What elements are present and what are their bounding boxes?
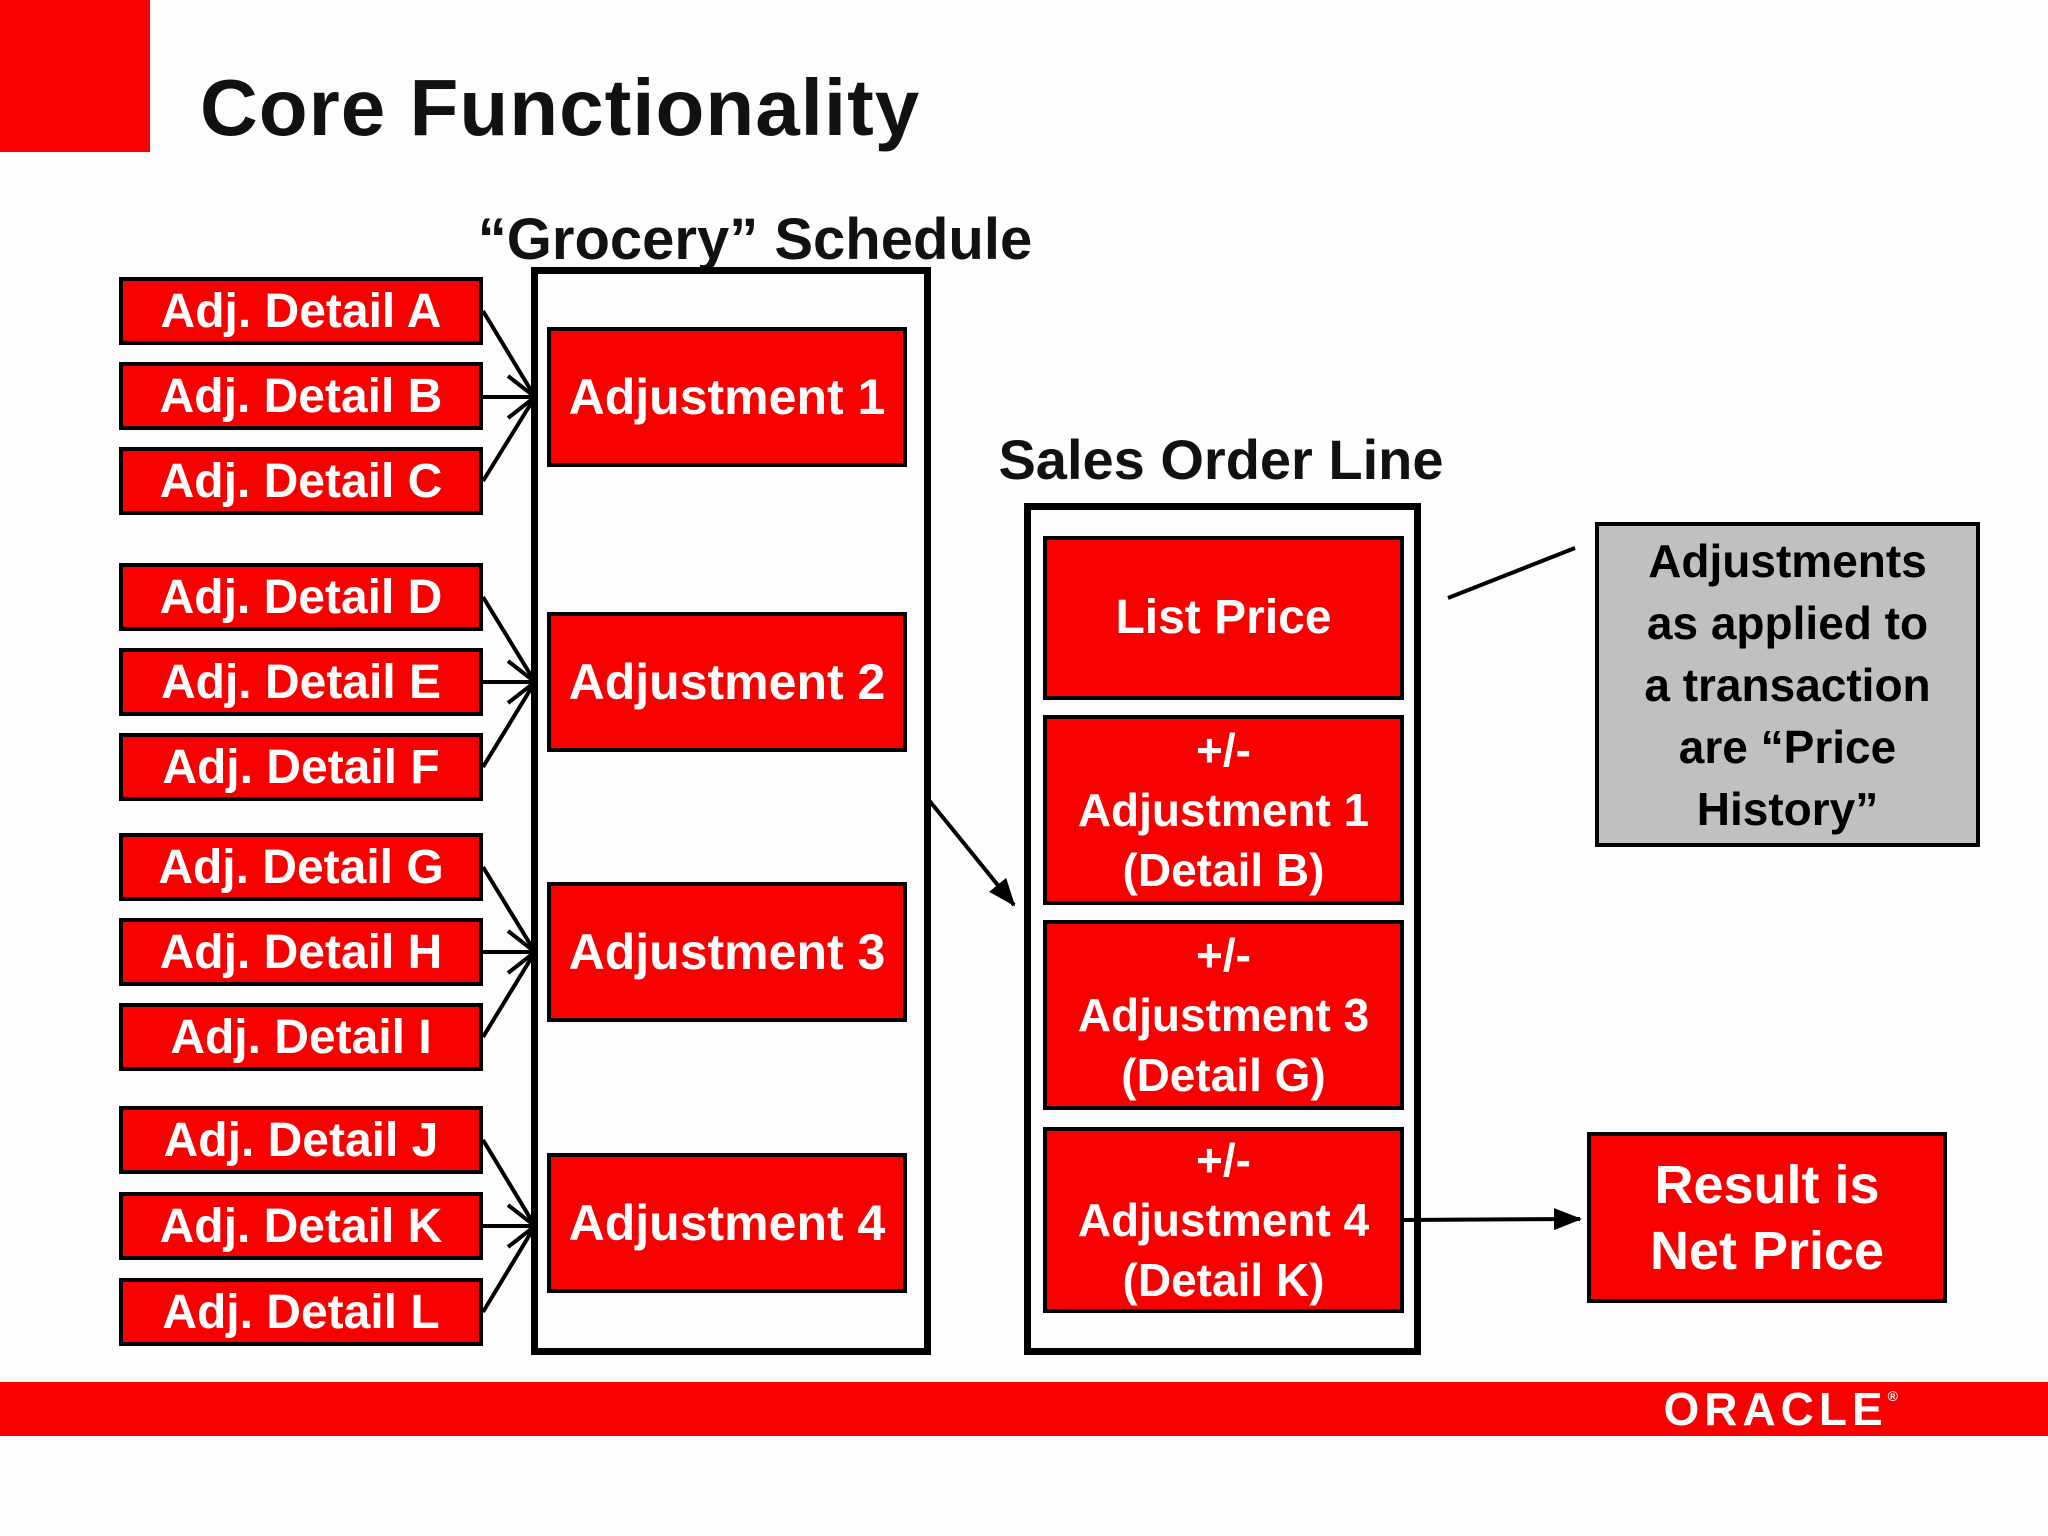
schedule-to-sol-arrow: [926, 797, 1016, 907]
result-line: Result is: [1654, 1154, 1880, 1215]
sol-adjustment-3-box: +/- Adjustment 3 (Detail G): [1043, 920, 1404, 1110]
sol-box-line: (Detail K): [1122, 1254, 1325, 1306]
price-history-note: Adjustments as applied to a transaction …: [1595, 522, 1980, 847]
grocery-schedule-container: [531, 267, 931, 1355]
connector-group-4: [481, 1138, 539, 1314]
adj-detail-label: Adj. Detail D: [159, 570, 443, 624]
footer-brand-bar: ORACLE ®: [0, 1382, 2048, 1436]
adj-detail-box-f: Adj. Detail F: [119, 733, 483, 801]
sol-box-line: Adjustment 3: [1077, 989, 1370, 1041]
adjustment-label: Adjustment 3: [568, 924, 886, 980]
adj-detail-box-b: Adj. Detail B: [119, 362, 483, 430]
note-line: Adjustments: [1648, 534, 1927, 587]
adjustment-3-box: Adjustment 3: [547, 882, 907, 1022]
registered-trademark-symbol: ®: [1887, 1388, 1898, 1404]
adjustment-label: Adjustment 4: [568, 1195, 886, 1251]
note-line: History”: [1696, 782, 1879, 835]
adj-detail-box-i: Adj. Detail I: [119, 1003, 483, 1071]
result-net-price-box: Result is Net Price: [1587, 1132, 1947, 1303]
adj-detail-box-j: Adj. Detail J: [119, 1106, 483, 1174]
note-line: are “Price: [1678, 720, 1897, 773]
sol-to-result-arrow: [1399, 1208, 1582, 1231]
sol-box-line: +/-: [1196, 1134, 1251, 1186]
sol-box-line: (Detail B): [1122, 844, 1325, 896]
list-price-label: List Price: [1115, 591, 1332, 644]
adj-detail-label: Adj. Detail E: [160, 655, 442, 709]
adj-detail-label: Adj. Detail H: [159, 925, 443, 979]
sol-box-line: +/-: [1196, 724, 1251, 776]
result-line: Net Price: [1649, 1220, 1885, 1281]
connector-group-3: [481, 865, 539, 1039]
oracle-logo: ORACLE ®: [1663, 1382, 1898, 1436]
sol-box-line: Adjustment 4: [1077, 1194, 1370, 1246]
sales-order-line-container: [1024, 503, 1421, 1355]
connector-group-2: [481, 595, 539, 769]
adj-detail-box-a: Adj. Detail A: [119, 277, 483, 345]
adjustment-1-box: Adjustment 1: [547, 327, 907, 467]
adj-detail-box-l: Adj. Detail L: [119, 1278, 483, 1346]
adjustment-2-box: Adjustment 2: [547, 612, 907, 752]
corner-accent-square: [0, 0, 150, 152]
sol-adjustment-4-box: +/- Adjustment 4 (Detail K): [1043, 1127, 1404, 1313]
adj-detail-label: Adj. Detail J: [163, 1113, 439, 1167]
page-title: Core Functionality: [200, 63, 921, 152]
sol-box-line: (Detail G): [1121, 1049, 1326, 1101]
adj-detail-label: Adj. Detail C: [159, 454, 443, 508]
adj-detail-box-k: Adj. Detail K: [119, 1192, 483, 1260]
adj-detail-box-g: Adj. Detail G: [119, 833, 483, 901]
list-price-box: List Price: [1043, 536, 1404, 700]
grocery-schedule-label: “Grocery” Schedule: [477, 207, 1033, 272]
connector-group-1: [481, 309, 539, 483]
adj-detail-label: Adj. Detail F: [162, 740, 440, 794]
adj-detail-label: Adj. Detail L: [162, 1285, 440, 1339]
adjustment-4-box: Adjustment 4: [547, 1153, 907, 1293]
adjustment-label: Adjustment 1: [568, 369, 886, 425]
adj-detail-label: Adj. Detail G: [158, 840, 444, 894]
adj-detail-label: Adj. Detail I: [170, 1010, 432, 1064]
adjustment-label: Adjustment 2: [568, 654, 886, 710]
sales-order-line-label: Sales Order Line: [998, 428, 1444, 491]
sol-box-line: +/-: [1196, 929, 1251, 981]
adj-detail-box-c: Adj. Detail C: [119, 447, 483, 515]
note-line: a transaction: [1644, 658, 1931, 711]
adj-detail-label: Adj. Detail B: [159, 369, 443, 423]
sol-adjustment-1-box: +/- Adjustment 1 (Detail B): [1043, 715, 1404, 905]
oracle-wordmark: ORACLE: [1663, 1383, 1888, 1435]
adj-detail-box-h: Adj. Detail H: [119, 918, 483, 986]
sol-box-line: Adjustment 1: [1077, 784, 1370, 836]
adj-detail-label: Adj. Detail K: [159, 1199, 443, 1253]
sol-to-note-line: [1447, 546, 1576, 600]
adj-detail-box-d: Adj. Detail D: [119, 563, 483, 631]
note-line: as applied to: [1646, 596, 1929, 649]
adj-detail-box-e: Adj. Detail E: [119, 648, 483, 716]
adj-detail-label: Adj. Detail A: [160, 284, 442, 338]
